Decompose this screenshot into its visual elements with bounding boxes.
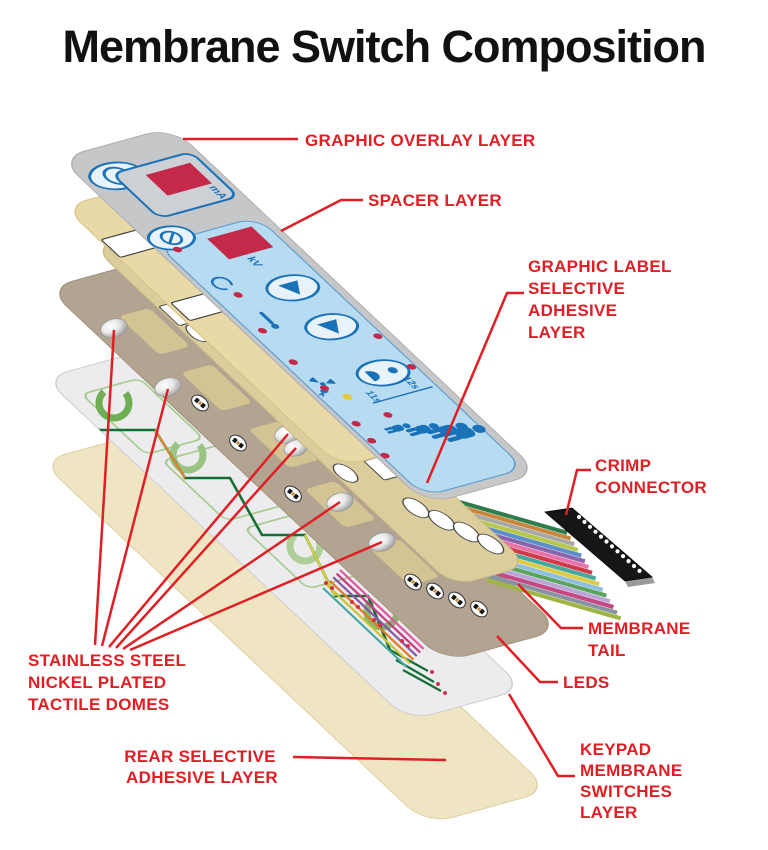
svg-text:REAR SELECTIVE: REAR SELECTIVE <box>124 747 276 766</box>
leader-keypad <box>507 693 575 778</box>
leader-spacer <box>280 198 363 233</box>
tactile-dome <box>100 318 128 338</box>
ma-display-icon: mA <box>115 153 235 217</box>
led <box>191 394 209 412</box>
led <box>284 485 302 503</box>
svg-text:KEYPAD: KEYPAD <box>580 740 651 759</box>
label-graphic-label: GRAPHIC LABEL SELECTIVE ADHESIVE LAYER <box>528 257 672 342</box>
arrow-button-icon <box>265 274 321 302</box>
led <box>426 582 444 600</box>
led <box>229 434 247 452</box>
page-title: Membrane Switch Composition <box>62 21 705 72</box>
svg-text:SWITCHES: SWITCHES <box>580 782 672 801</box>
red-display <box>145 162 212 196</box>
svg-text:LAYER: LAYER <box>528 323 586 342</box>
led <box>470 600 488 618</box>
svg-text:NICKEL PLATED: NICKEL PLATED <box>28 673 166 692</box>
colored-traces <box>322 569 425 668</box>
svg-text:ADHESIVE: ADHESIVE <box>528 301 617 320</box>
leader-crimp <box>564 468 591 516</box>
svg-text:GRAPHIC LABEL: GRAPHIC LABEL <box>528 257 672 276</box>
svg-text:TAIL: TAIL <box>588 641 626 660</box>
leader-membrane-tail <box>517 583 583 630</box>
leader-leds <box>496 635 558 684</box>
label-graphic-overlay: GRAPHIC OVERLAY LAYER <box>305 131 536 150</box>
arrow-button-icon <box>304 313 360 341</box>
tactile-dome <box>154 377 182 397</box>
label-rear-adhesive: REAR SELECTIVE ADHESIVE LAYER <box>124 747 278 787</box>
svg-text:CONNECTOR: CONNECTOR <box>595 478 707 497</box>
label-crimp-connector: CRIMP CONNECTOR <box>595 456 707 497</box>
thermometer-icon <box>259 311 280 329</box>
svg-text:STAINLESS STEEL: STAINLESS STEEL <box>28 651 186 670</box>
led-pads <box>324 581 447 695</box>
leader-graphic-label <box>425 291 524 484</box>
led <box>448 591 466 609</box>
rotate-arrow-small-icon <box>210 276 233 291</box>
label-leds: LEDS <box>563 673 610 692</box>
svg-text:LAYER: LAYER <box>580 803 638 822</box>
membrane-tail-ribbon <box>458 499 622 621</box>
leader-rear <box>292 755 447 762</box>
label-stainless-domes: STAINLESS STEEL NICKEL PLATED TACTILE DO… <box>28 651 186 714</box>
crimp-connector <box>544 507 655 587</box>
blue-keypad-panel <box>166 220 516 493</box>
adhesive-cutouts <box>159 301 505 555</box>
label-membrane-tail: MEMBRANE TAIL <box>588 619 691 660</box>
label-spacer: SPACER LAYER <box>368 191 502 210</box>
label-keypad-layer: KEYPAD MEMBRANE SWITCHES LAYER <box>580 740 683 822</box>
adhesive-patches <box>120 308 438 585</box>
leader-lines <box>93 137 591 778</box>
led <box>404 573 422 591</box>
svg-text:CRIMP: CRIMP <box>595 456 651 475</box>
power-off-icon <box>146 225 196 251</box>
orange-trace <box>154 429 186 479</box>
svg-text:TACTILE DOMES: TACTILE DOMES <box>28 695 169 714</box>
led-components <box>191 394 488 618</box>
contact-ring-pad <box>95 384 133 422</box>
svg-text:ADHESIVE LAYER: ADHESIVE LAYER <box>126 768 278 787</box>
yellow-trace <box>304 534 336 597</box>
leader-dome-fan <box>93 329 383 652</box>
svg-text:MEMBRANE: MEMBRANE <box>588 619 691 638</box>
callout-labels: GRAPHIC OVERLAY LAYER SPACER LAYER GRAPH… <box>28 131 707 822</box>
svg-text:SELECTIVE: SELECTIVE <box>528 279 625 298</box>
graphic-overlay-layer: mA kV <box>71 132 528 500</box>
red-indicator-dots <box>172 246 417 459</box>
svg-text:MEMBRANE: MEMBRANE <box>580 761 683 780</box>
patient-button-icon <box>355 359 411 387</box>
red-display <box>207 226 274 260</box>
yellow-indicator <box>342 393 353 400</box>
